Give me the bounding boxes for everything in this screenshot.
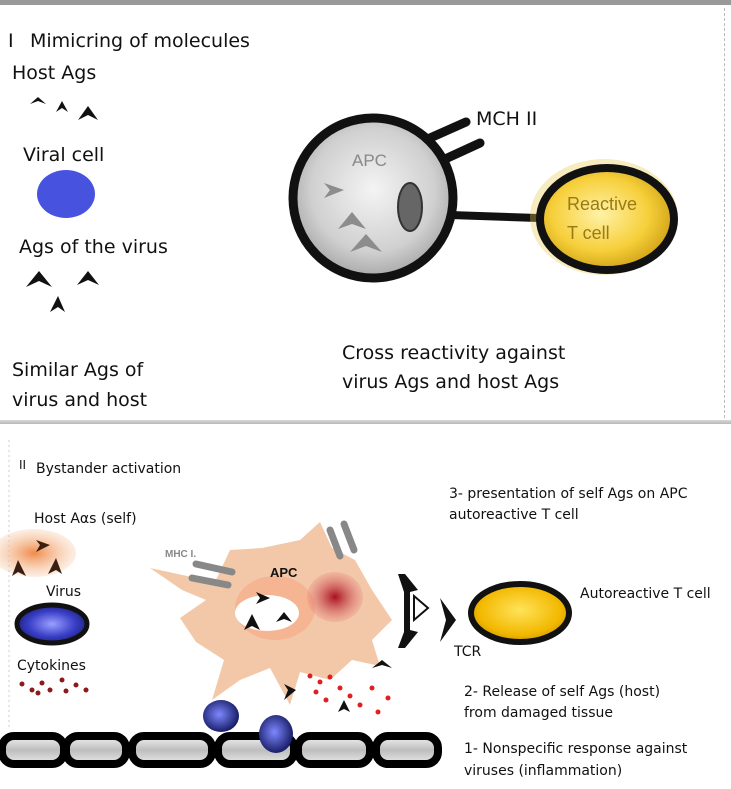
- autoreactive-t-cell: [468, 581, 572, 645]
- step2-line1: 2- Release of self Ags (host): [464, 684, 661, 700]
- released-ags-arrowheads: [284, 660, 392, 712]
- viral-cell-icon: [37, 170, 95, 218]
- panel2-numeral: II: [19, 458, 27, 472]
- cross-reactivity-line1: Cross reactivity against: [342, 342, 566, 364]
- tcr-icon: [398, 574, 456, 648]
- cytokines-label: Cytokines: [17, 658, 86, 674]
- reactive-t-cell: Reactive T cell: [530, 159, 678, 275]
- apc-cell: APC: [288, 113, 542, 283]
- released-self-ags: [307, 673, 391, 715]
- mhc-ii-label: MCH II: [476, 108, 538, 130]
- small-virus-1: [203, 700, 239, 732]
- panel-mimicry: [0, 0, 731, 5]
- autoreactive-label: Autoreactive T cell: [580, 586, 711, 602]
- step3-line1: 3- presentation of self Ags on APC: [449, 486, 688, 502]
- panel-divider: [0, 420, 731, 424]
- tissue-layer: [0, 732, 442, 768]
- host-ags-label: Host Ags: [12, 62, 97, 84]
- reactive-label-line1: Reactive: [567, 194, 637, 214]
- virus-label: Virus: [46, 584, 82, 600]
- step2-line2: from damaged tissue: [464, 705, 614, 721]
- step1-line1: 1- Nonspecific response against: [464, 741, 688, 757]
- similar-ags-line1: Similar Ags of: [12, 359, 144, 381]
- host-ags-icons: [30, 97, 98, 120]
- reactive-label-line2: T cell: [567, 223, 610, 243]
- panel1-heading: Mimicring of molecules: [30, 30, 250, 52]
- panel1-numeral: I: [8, 30, 14, 52]
- panel-border-right: [724, 8, 725, 418]
- panel2-heading: Bystander activation: [36, 461, 182, 477]
- host-self-ags-label: Host Aαs (self): [34, 511, 137, 527]
- virus-ags-icons: [26, 271, 99, 312]
- virus-icon: [14, 602, 90, 646]
- apc-label-2: APC: [270, 565, 298, 580]
- mhc-label-2: MHC I.: [165, 549, 196, 560]
- step3-line2: autoreactive T cell: [449, 507, 579, 523]
- virus-ags-label: Ags of the virus: [19, 236, 168, 258]
- apc-cell-tissue: MHC I. APC: [150, 520, 392, 705]
- host-self-ags-icon: [0, 529, 76, 577]
- viral-cell-label: Viral cell: [23, 144, 105, 166]
- apc-label-1: APC: [352, 151, 387, 170]
- step1-line2: viruses (inflammation): [464, 763, 623, 779]
- small-virus-2: [259, 715, 293, 753]
- tcr-label: TCR: [454, 644, 482, 660]
- cross-reactivity-line2: virus Ags and host Ags: [342, 371, 560, 393]
- similar-ags-line2: virus and host: [12, 389, 148, 411]
- cytokine-dots: [19, 677, 89, 696]
